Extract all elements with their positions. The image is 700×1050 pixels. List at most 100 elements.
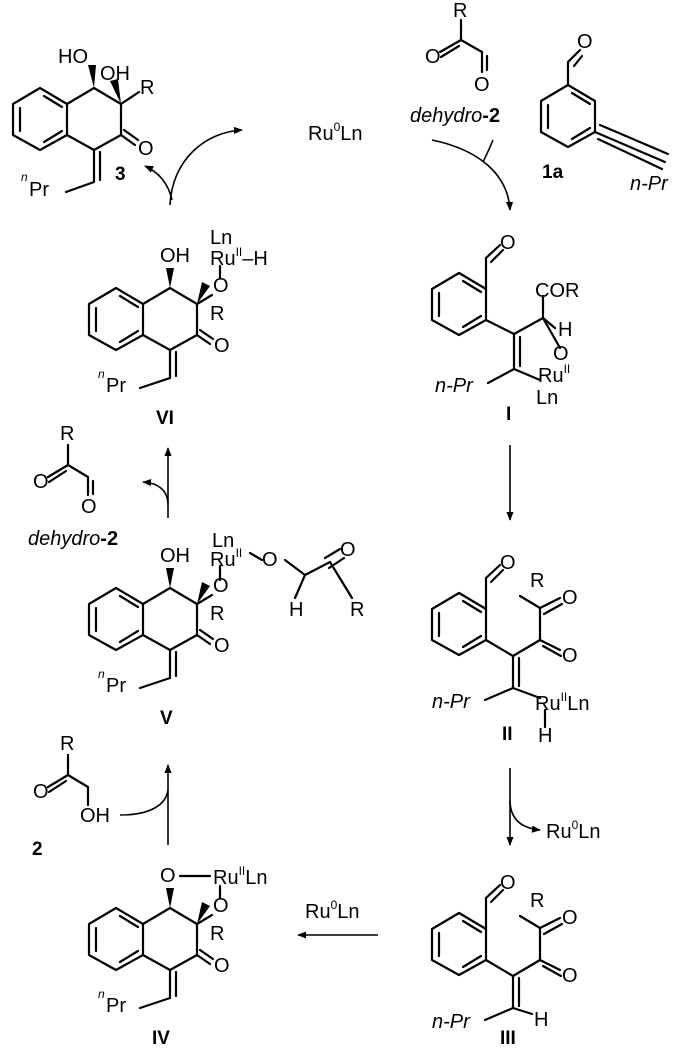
ketone-oxygen: O [214, 335, 230, 357]
intermediate-i-bonds [430, 243, 562, 385]
oxidation-state: II [239, 864, 246, 878]
alkoxide-oxygen: O [213, 575, 229, 597]
svg-text:Ru0Ln: Ru0Ln [305, 898, 360, 923]
substituent-r: R [530, 570, 544, 592]
reactant-2-bonds [46, 753, 90, 807]
reagent-ru0: Ru0Ln [305, 898, 360, 923]
alkoxide-oxygen: O [262, 549, 278, 571]
reactant-1a-bonds [539, 48, 670, 171]
ligand-label: Ln [536, 387, 558, 409]
arrow-branch-3 [144, 165, 173, 201]
hydroxyl-label: OH [80, 805, 110, 827]
arrow-ru0-release [509, 799, 541, 833]
oxidation-state: II [236, 245, 243, 259]
intermediate-v: OH Ln RuII O O R O H O R n Pr V [87, 530, 364, 729]
intermediate-iii: O R O O n-Pr H III [430, 872, 578, 1049]
hydride-label: –H [242, 248, 268, 270]
oxidation-state: II [564, 362, 571, 376]
wedge-bond [166, 888, 174, 908]
arrow-2-joining [119, 789, 169, 816]
aldehyde-oxygen: O [500, 232, 516, 254]
alkoxide-oxygen: O [213, 895, 229, 917]
wedge-bond [197, 902, 210, 924]
propyl-label: Pr [29, 179, 49, 201]
ru-symbol: Ru [538, 365, 564, 387]
ligand-label: Ln [210, 227, 232, 249]
hydrogen-label: H [558, 319, 572, 341]
propyl-label: Pr [106, 995, 126, 1017]
carbonyl-oxygen: O [562, 965, 578, 987]
propyl-prefix: n [98, 367, 105, 381]
propyl-label: n-Pr [432, 691, 471, 713]
substituent-r: R [350, 599, 364, 621]
arrow-vi-to-3 [169, 126, 243, 206]
ligand-label: Ln [337, 901, 359, 923]
hydrogen-label: H [289, 599, 303, 621]
intermediate-ii-bonds [430, 563, 564, 729]
propyl-label: n-Pr [435, 375, 474, 397]
substituent-r: R [60, 423, 74, 445]
ketone-oxygen: O [214, 635, 230, 657]
alkoxide-oxygen: O [213, 275, 229, 297]
intermediate-i: O COR H O RuII Ln n-Pr I [430, 232, 579, 425]
dehydro-prefix: dehydro [410, 105, 482, 127]
compound-label-i: I [506, 404, 511, 425]
hydride-label: H [538, 725, 552, 747]
intermediate-iv: O RuIILn O R O n Pr IV [87, 864, 268, 1049]
svg-text:RuII: RuII [210, 546, 242, 571]
alkoxide-oxygen: O [160, 865, 176, 887]
ru-symbol: Ru [210, 549, 236, 571]
arrow-ru0-to-i [431, 139, 514, 211]
wedge-bond [110, 79, 121, 104]
reactant-2: R O OH 2 [32, 733, 110, 860]
substituent-r: R [140, 77, 154, 99]
aldehyde-oxygen: O [577, 31, 593, 53]
reactant-dehydro-2: R O O dehydro-2 [410, 0, 500, 127]
arrow-dehydro-release [142, 478, 169, 506]
side-product-ru0: Ru0Ln [546, 818, 601, 843]
product-3: HO OH R O n Pr 3 [11, 46, 154, 201]
ketone-oxygen: O [138, 138, 154, 160]
ru-symbol: Ru [308, 123, 334, 145]
compound-label-ii: II [502, 724, 513, 745]
svg-text:RuIILn: RuIILn [535, 690, 590, 715]
ru-symbol: Ru [535, 693, 561, 715]
ru-symbol: Ru [213, 867, 239, 889]
substituent-r: R [210, 923, 224, 945]
oxidation-state: II [561, 690, 568, 704]
intermediate-iv-bonds [87, 874, 222, 1010]
ligand-label: Ln [245, 867, 267, 889]
compound-number: -2 [100, 528, 118, 550]
propyl-prefix: n [98, 667, 105, 681]
carbonyl-oxygen: O [33, 471, 49, 493]
substituent-r: R [210, 303, 224, 325]
oxidation-state: 0 [334, 120, 341, 134]
compound-label-3: 3 [115, 164, 126, 185]
carbonyl-oxygen: O [81, 496, 97, 518]
wedge-bond [197, 282, 210, 304]
oxidation-state: 0 [331, 898, 338, 912]
byproduct-dehydro-2-bonds [46, 443, 95, 497]
svg-text:Ru0Ln: Ru0Ln [546, 818, 601, 843]
ligand-label: Ln [578, 821, 600, 843]
arrow-dehydro-join [482, 139, 494, 163]
hydroxyl-label: OH [160, 245, 190, 267]
propyl-prefix: n [21, 170, 28, 184]
intermediate-vi: OH Ln RuII–H O R O n Pr VI [87, 227, 268, 429]
reactant-1a: O n-Pr 1a [539, 31, 670, 195]
svg-text:Ru0Ln: Ru0Ln [308, 120, 363, 145]
carbonyl-oxygen: O [562, 645, 578, 667]
wedge-bond [88, 65, 96, 88]
intermediate-ii: O R O O n-Pr RuIILn H II [430, 552, 590, 747]
ru-symbol: Ru [546, 821, 572, 843]
compound-number: -2 [482, 105, 500, 127]
carbonyl-oxygen: O [340, 539, 356, 561]
byproduct-dehydro-2: R O O dehydro-2 [28, 423, 118, 550]
propyl-label: n-Pr [630, 173, 669, 195]
compound-label-iv: IV [152, 1028, 170, 1049]
svg-text:RuII–H: RuII–H [210, 245, 268, 270]
carbonyl-oxygen: O [474, 74, 490, 96]
ru-symbol: Ru [305, 901, 331, 923]
carbonyl-oxygen: O [425, 46, 441, 68]
